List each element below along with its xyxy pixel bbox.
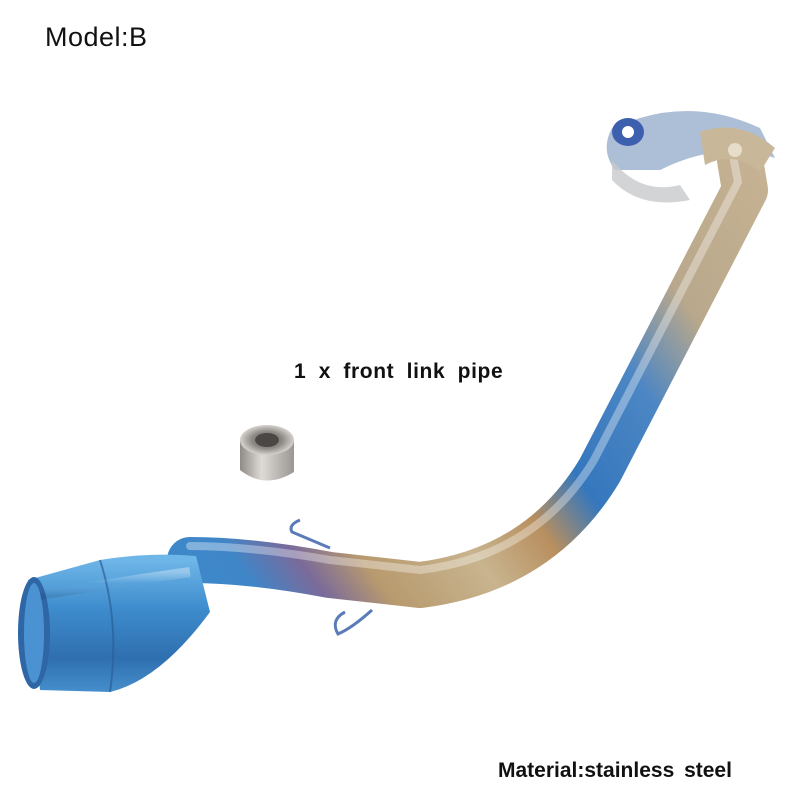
outlet-cone bbox=[18, 554, 210, 693]
product-caption: 1 x front link pipe bbox=[294, 360, 504, 383]
spacer-bushing bbox=[240, 425, 294, 481]
material-caption: Material:stainless steel bbox=[498, 759, 732, 782]
model-label: Model:B bbox=[45, 22, 148, 52]
spring-clip bbox=[289, 518, 374, 636]
exhaust-pipe bbox=[167, 137, 768, 608]
pipe-flange bbox=[606, 110, 775, 203]
